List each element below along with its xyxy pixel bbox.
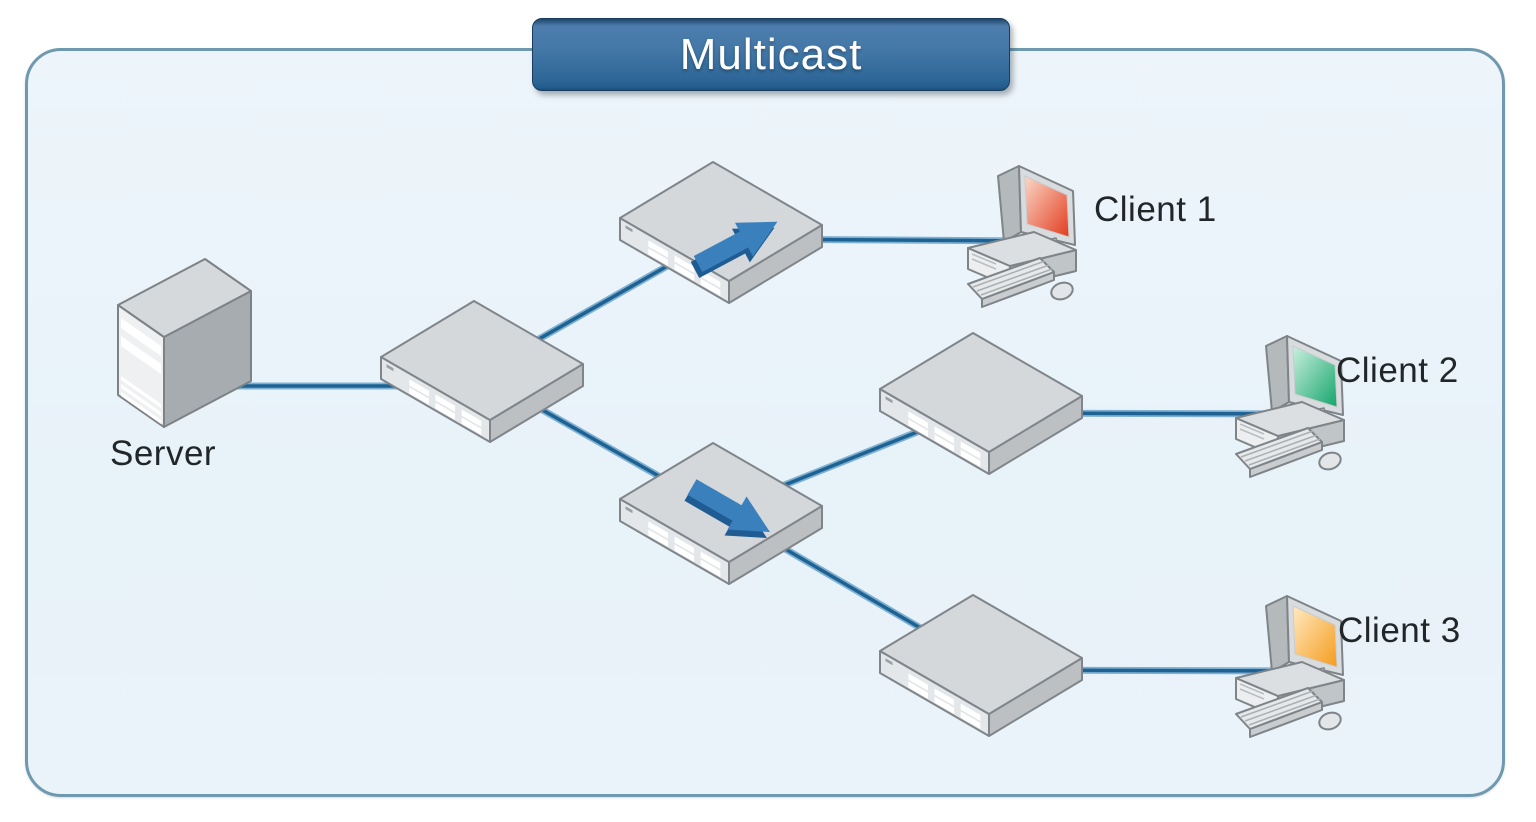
switch5-icon [879, 594, 1083, 737]
client2-label: Client 2 [1336, 351, 1459, 390]
switch2-icon [619, 161, 823, 304]
diagram-title: Multicast [679, 29, 863, 79]
server-label: Server [110, 434, 217, 473]
switch3-icon [619, 442, 823, 585]
client3-label: Client 3 [1338, 611, 1461, 650]
switch1-icon [380, 300, 584, 443]
client1-computer-icon [967, 165, 1077, 308]
title-banner: Multicast [532, 18, 1010, 91]
client2-computer-icon [1235, 335, 1345, 478]
client3-computer-icon [1235, 595, 1345, 738]
switch4-icon [879, 332, 1083, 475]
server-icon [117, 258, 252, 428]
client1-label: Client 1 [1094, 190, 1217, 229]
